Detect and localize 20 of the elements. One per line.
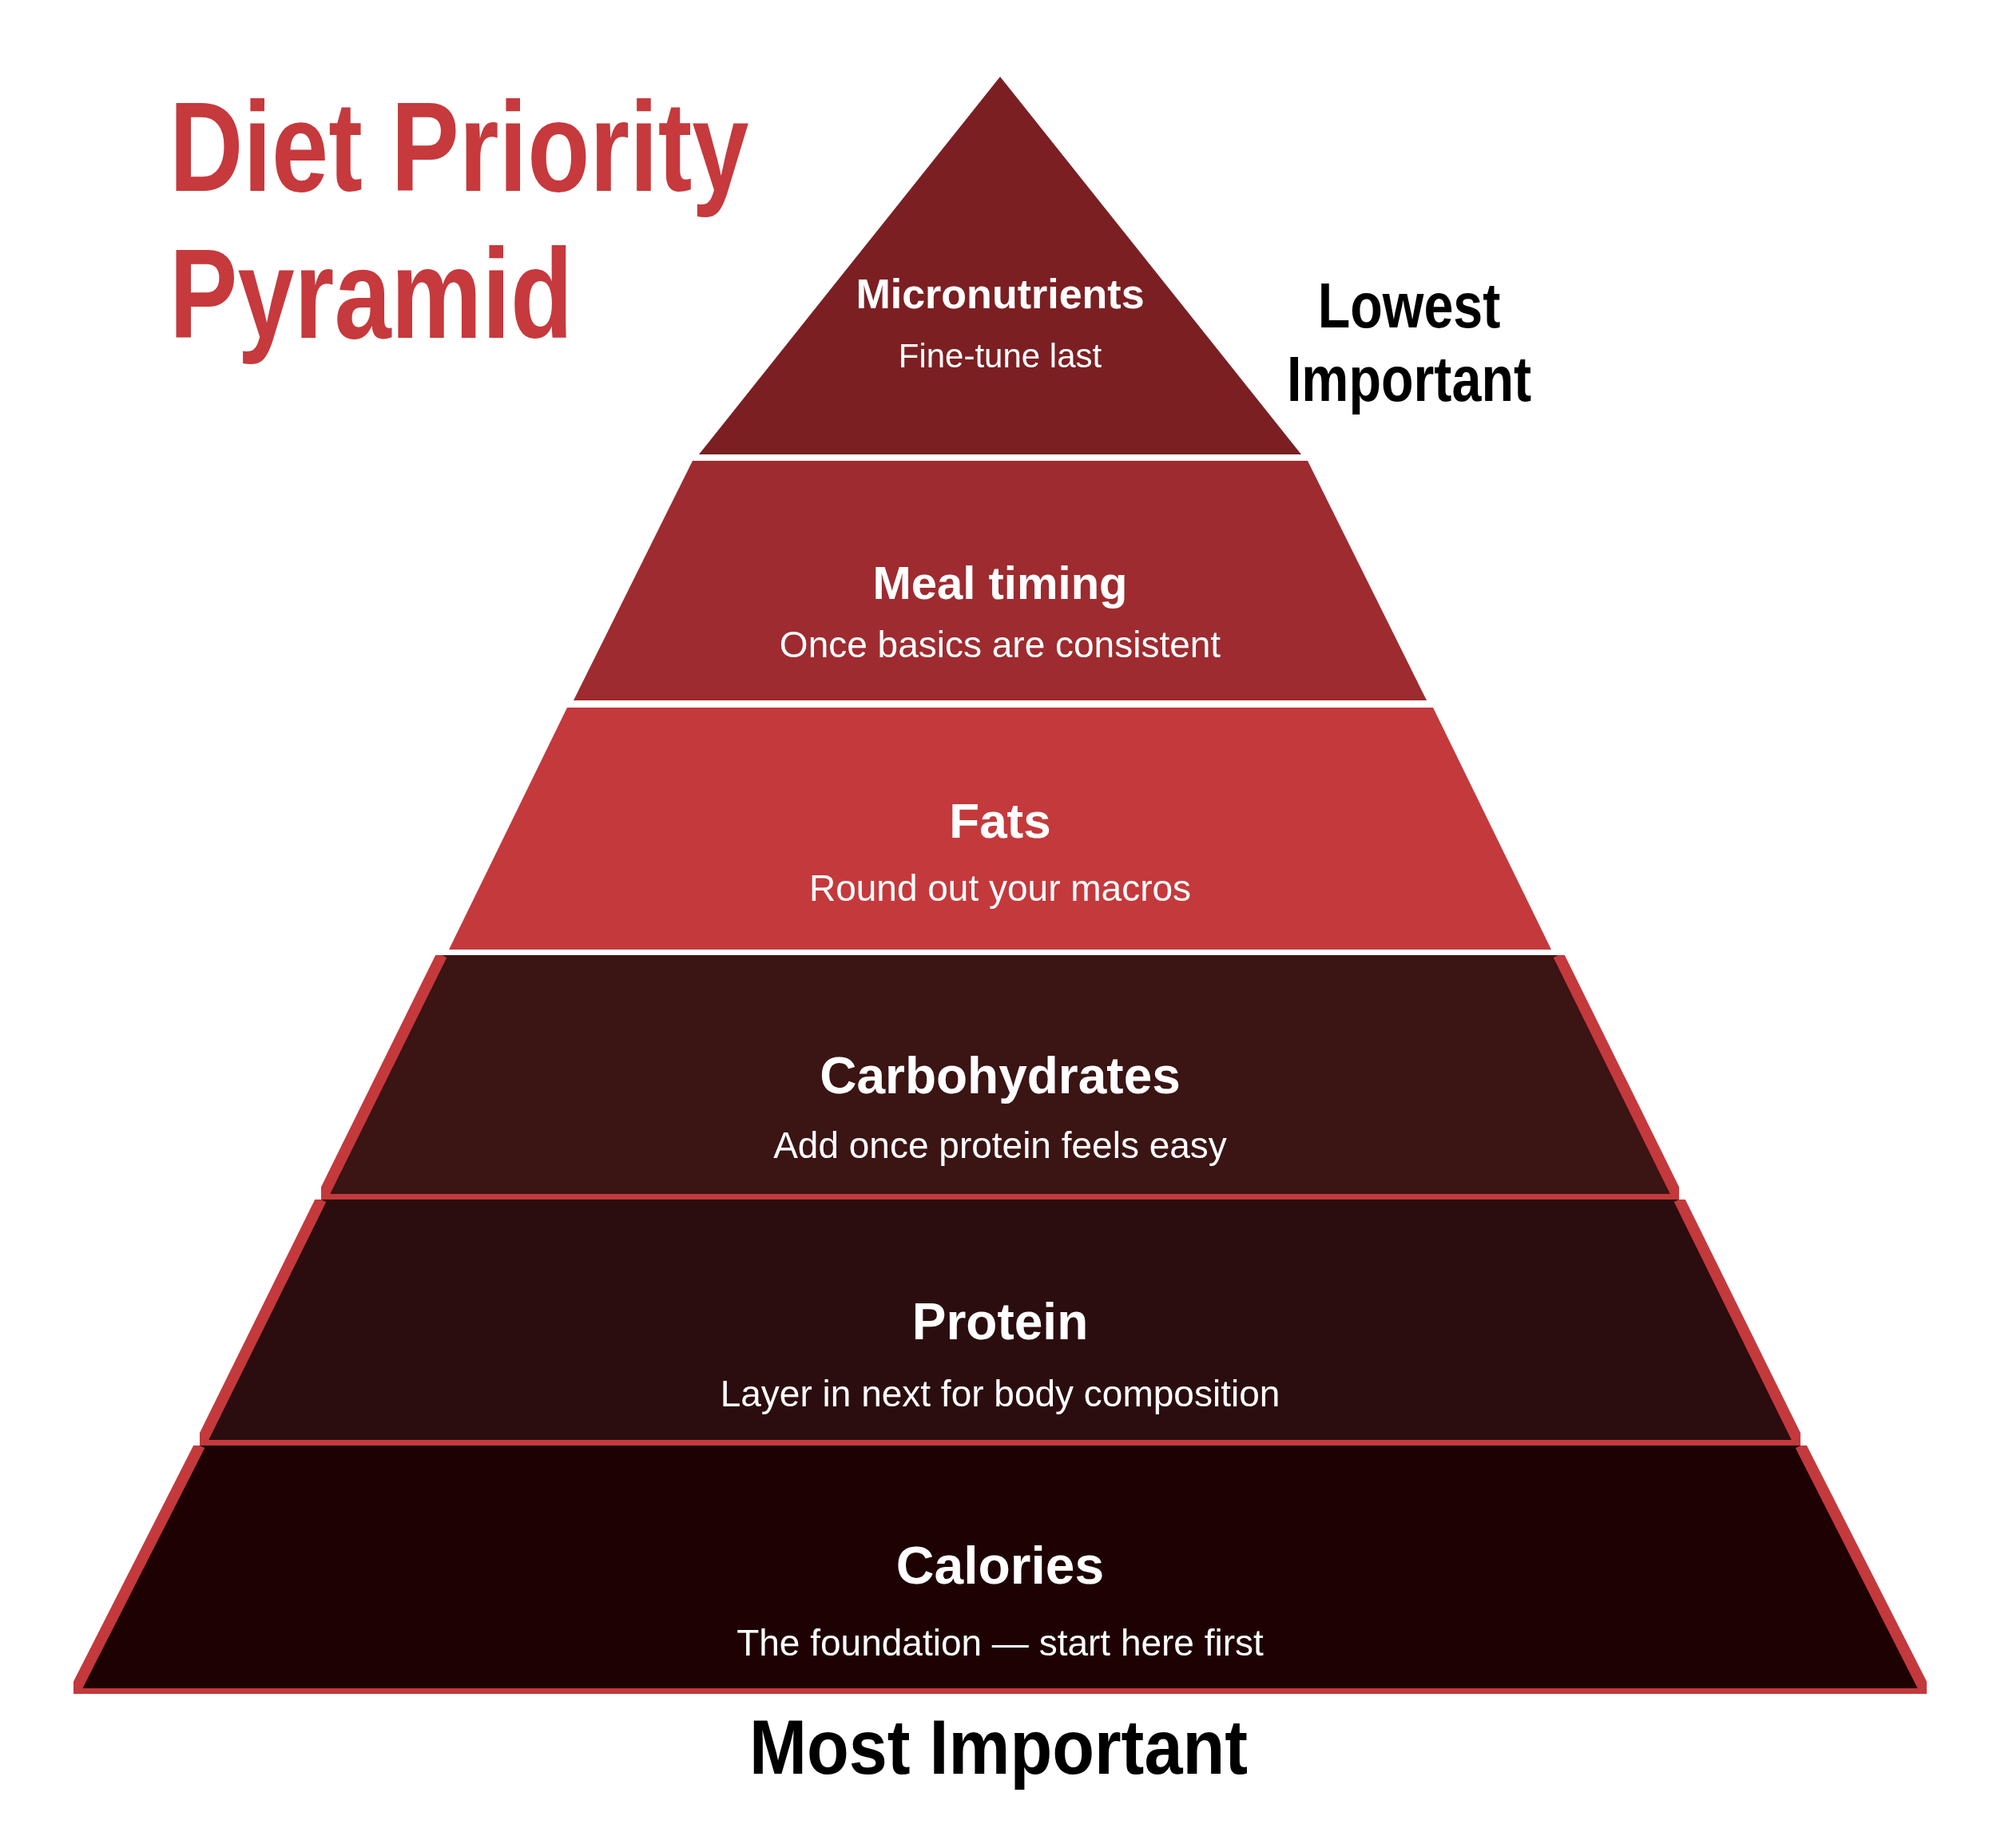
pyramid-tier [200, 1200, 1800, 1445]
tier-title: Protein [911, 1291, 1089, 1352]
tier-title: Micronutrients [856, 269, 1145, 319]
tier-title: Fats [949, 791, 1051, 850]
pyramid-tier [321, 955, 1679, 1200]
pyramid-tier [574, 461, 1427, 700]
priority-label: Most Important [749, 1703, 1248, 1791]
tier-description: Once basics are consistent [779, 623, 1221, 668]
tier-description: The foundation — start here first [736, 1621, 1264, 1666]
tier-description: Fine-tune last [898, 335, 1102, 376]
pyramid-tier [449, 708, 1551, 950]
tier-description: Layer in next for body composition [720, 1372, 1280, 1417]
tier-title: Carbohydrates [820, 1045, 1181, 1106]
tier-title: Calories [895, 1535, 1105, 1597]
priority-label: Lowest Important [1286, 269, 1532, 416]
pyramid-tier [73, 1445, 1927, 1694]
tier-title: Meal timing [872, 556, 1128, 611]
tier-description: Add once protein feels easy [773, 1124, 1227, 1168]
tier-description: Round out your macros [808, 866, 1192, 911]
diagram-title: Diet Priority Pyramid [169, 74, 750, 367]
